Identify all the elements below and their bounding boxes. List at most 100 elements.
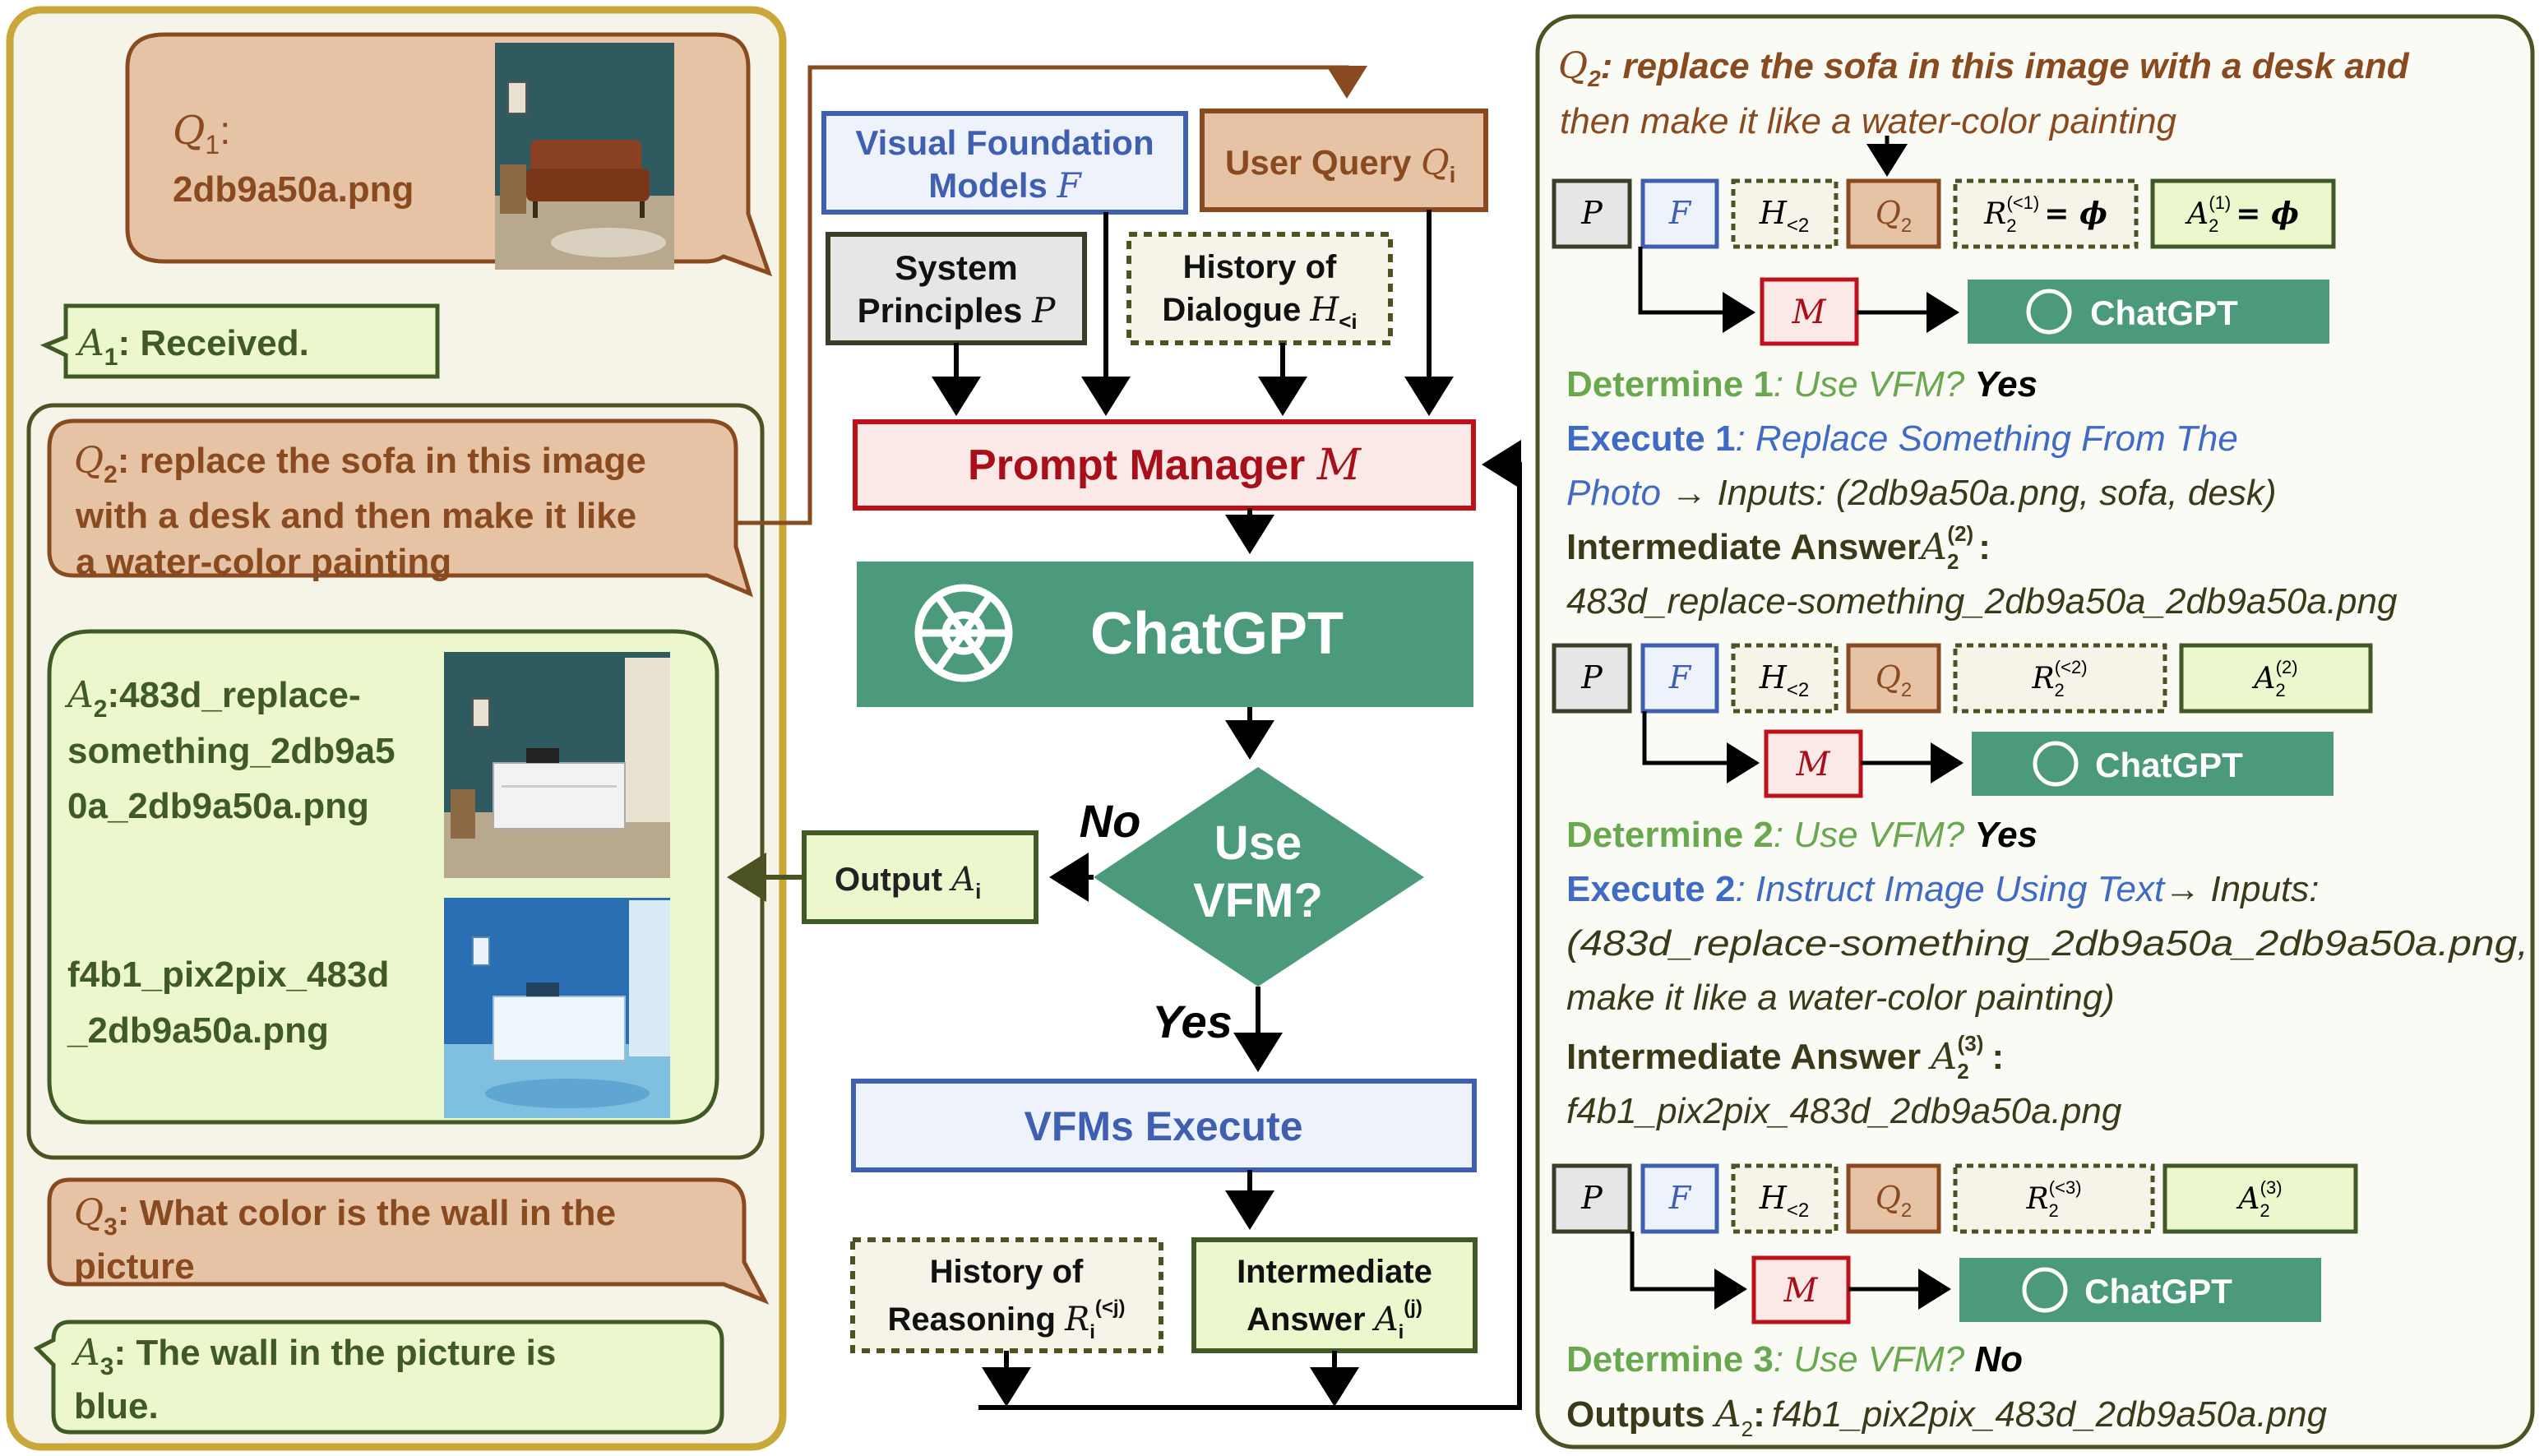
svg-text:R2(<3): R2(<3) [2025, 1177, 2081, 1221]
openai-logo-icon [914, 584, 1013, 682]
prompt-row-2: P F H<2 Q2 R2(<2) A2(2) M ChatGPT [1552, 643, 2373, 798]
svg-text:History of: History of [1183, 249, 1337, 285]
prompt-row-3: P F H<2 Q2 R2(<3) A2(3) M ChatGPT [1552, 1163, 2358, 1324]
a3-bubble: A3: The wall in the picture is blue. [33, 1320, 724, 1435]
user-query-box: User Query Qi [1200, 109, 1488, 212]
svg-text:make it like a water-color pai: make it like a water-color painting) [1566, 978, 2115, 1018]
svg-text:Determine 1: Use VFM? Yes: Determine 1: Use VFM? Yes [1566, 364, 2038, 404]
svg-text:H<2: H<2 [1759, 659, 1810, 701]
q1-filename: 2db9a50a.png [173, 169, 414, 210]
svg-text:Outputs A2:f4b1_pix2pix_483d_2: Outputs A2:f4b1_pix2pix_483d_2db9a50a.pn… [1566, 1394, 2328, 1441]
svg-text:Intermediate: Intermediate [1237, 1254, 1432, 1290]
reasoning-query-line1: Q2: replace the sofa in this image with … [1558, 45, 2410, 91]
svg-text:Q2: replace the sofa in this i: Q2: replace the sofa in this image [74, 440, 646, 488]
svg-text:0a_2db9a50a.png: 0a_2db9a50a.png [67, 786, 369, 826]
q2-group-frame [26, 403, 765, 1160]
prompt-row-1: P F H<2 Q2 R2(<1)= ϕ A2(1)= ϕ M ChatGPT [1552, 178, 2336, 346]
loop-back-arrows [978, 440, 1522, 1410]
room-image-desk [444, 652, 670, 878]
svg-text:A2(2): A2(2) [2251, 657, 2297, 700]
svg-text:VFM?: VFM? [1193, 874, 1323, 927]
svg-text:Models F: Models F [928, 165, 1082, 206]
svg-text:_2db9a50a.png: _2db9a50a.png [67, 1010, 329, 1051]
svg-text:H<2: H<2 [1759, 1180, 1810, 1222]
q2-bubble: Q2: replace the sofa in this image with … [47, 418, 753, 598]
svg-text:ChatGPT: ChatGPT [2095, 746, 2243, 784]
svg-text:H<2: H<2 [1759, 195, 1810, 237]
openai-logo-icon [2022, 1267, 2068, 1313]
svg-text:M: M [1796, 746, 1831, 783]
chatgpt-box: ChatGPT [857, 562, 1473, 707]
room-image-original [495, 43, 674, 270]
q3-bubble: Q3: What color is the wall in the pictur… [47, 1177, 770, 1305]
svg-text:Photo → Inputs: (2db9a50a.png,: Photo → Inputs: (2db9a50a.png, sofa, des… [1566, 473, 2276, 513]
vfms-execute-box: VFMs Execute [851, 1079, 1477, 1172]
svg-text:History of: History of [930, 1254, 1084, 1290]
svg-text:Q3: What color is the wall in: Q3: What color is the wall in the [74, 1192, 616, 1241]
step-1: Determine 1: Use VFM? Yes Execute 1: Rep… [1566, 364, 2398, 622]
svg-text:P: P [1580, 195, 1603, 231]
svg-text:R2(<2): R2(<2) [2031, 657, 2087, 700]
svg-text:P: P [1580, 659, 1603, 696]
svg-text:User Query Qi: User Query Qi [1225, 142, 1455, 187]
no-label: No [1080, 795, 1141, 847]
svg-text:483d_replace-something_2db9a50: 483d_replace-something_2db9a50a_2db9a50a… [1566, 581, 2398, 622]
use-vfm-decision: Use VFM? [1094, 767, 1424, 987]
svg-text:Q2: Q2 [1876, 195, 1913, 237]
step-2: Determine 2: Use VFM? Yes Execute 2: Ins… [1566, 815, 2528, 1131]
svg-text:A1: Received.: A1: Received. [75, 322, 309, 371]
svg-text:M: M [1783, 1272, 1819, 1310]
svg-text:Output Ai: Output Ai [835, 861, 981, 904]
q1-symbol: Q [173, 108, 205, 154]
svg-text:a water-color painting: a water-color painting [76, 542, 451, 582]
input-arrows [932, 210, 1454, 416]
svg-text:blue.: blue. [74, 1386, 159, 1426]
svg-text:Q2: Q2 [1876, 659, 1913, 701]
svg-text:Reasoning Ri(<j): Reasoning Ri(<j) [887, 1297, 1125, 1343]
svg-text:Execute 2: Instruct Image Usin: Execute 2: Instruct Image Using Text→ In… [1566, 869, 2320, 909]
yes-label: Yes [1152, 996, 1233, 1047]
svg-text:ChatGPT: ChatGPT [2084, 1272, 2232, 1310]
svg-text:Dialogue H<i: Dialogue H<i [1162, 291, 1357, 334]
svg-text:something_2db9a5: something_2db9a5 [67, 731, 395, 771]
svg-text:with a desk and then make it l: with a desk and then make it like [75, 496, 636, 536]
svg-text:A2(1)= ϕ: A2(1)= ϕ [2185, 192, 2299, 236]
svg-text:picture: picture [74, 1246, 195, 1287]
svg-text:Answer Ai(j): Answer Ai(j) [1247, 1297, 1422, 1343]
svg-text:Execute 1: Replace Something F: Execute 1: Replace Something From The [1566, 418, 2238, 459]
svg-text:Principles P: Principles P [858, 290, 1056, 330]
svg-text:Q2: Q2 [1876, 1180, 1913, 1222]
svg-text:Prompt Manager M: Prompt Manager M [968, 441, 1362, 490]
history-reasoning-box: History of Reasoning Ri(<j) [850, 1237, 1163, 1353]
svg-text:ChatGPT: ChatGPT [2090, 294, 2238, 332]
svg-text:Q1:: Q1: [173, 108, 231, 159]
room-image-watercolor [444, 898, 670, 1118]
svg-text:F: F [1668, 1180, 1692, 1216]
openai-logo-icon [2026, 289, 2072, 335]
step-3: Determine 3: Use VFM? No Outputs A2:f4b1… [1566, 1339, 2328, 1441]
a1-bubble: A1: Received. [39, 303, 440, 379]
svg-text:f4b1_pix2pix_483d: f4b1_pix2pix_483d [67, 954, 389, 995]
reasoning-query-line2: then make it like a water-color painting [1560, 101, 2177, 141]
vfm-box: Visual Foundation Models F [821, 111, 1188, 215]
svg-text:M: M [1792, 294, 1827, 331]
svg-text:P: P [1580, 1180, 1603, 1216]
svg-text:Intermediate Answer A2(3):: Intermediate Answer A2(3): [1566, 1031, 2004, 1084]
prompt-manager-box: Prompt Manager M [853, 419, 1476, 511]
svg-text:Determine 2: Use VFM? Yes: Determine 2: Use VFM? Yes [1566, 815, 2038, 855]
history-dialogue-box: History of Dialogue H<i [1126, 232, 1393, 345]
svg-text:F: F [1668, 195, 1692, 231]
svg-text:Use: Use [1214, 816, 1302, 870]
svg-text:VFMs Execute: VFMs Execute [1024, 1103, 1302, 1149]
svg-text:A2:483d_replace-: A2:483d_replace- [64, 674, 361, 723]
svg-text:f4b1_pix2pix_483d_2db9a50a.png: f4b1_pix2pix_483d_2db9a50a.png [1566, 1091, 2122, 1131]
svg-text:Visual Foundation: Visual Foundation [855, 123, 1154, 162]
svg-text:F: F [1668, 659, 1692, 696]
svg-text:A2(3): A2(3) [2236, 1177, 2282, 1221]
svg-text:A3: The wall in the picture is: A3: The wall in the picture is [71, 1332, 556, 1380]
a2-bubble: A2:483d_replace- something_2db9a5 0a_2db… [47, 629, 719, 1125]
svg-text:R2(<1)= ϕ: R2(<1)= ϕ [1983, 192, 2107, 236]
intermediate-answer-box: Intermediate Answer Ai(j) [1191, 1237, 1478, 1353]
svg-text:Determine 3: Use VFM? No: Determine 3: Use VFM? No [1566, 1339, 2023, 1380]
system-principles-box: System Principles P [826, 232, 1087, 345]
